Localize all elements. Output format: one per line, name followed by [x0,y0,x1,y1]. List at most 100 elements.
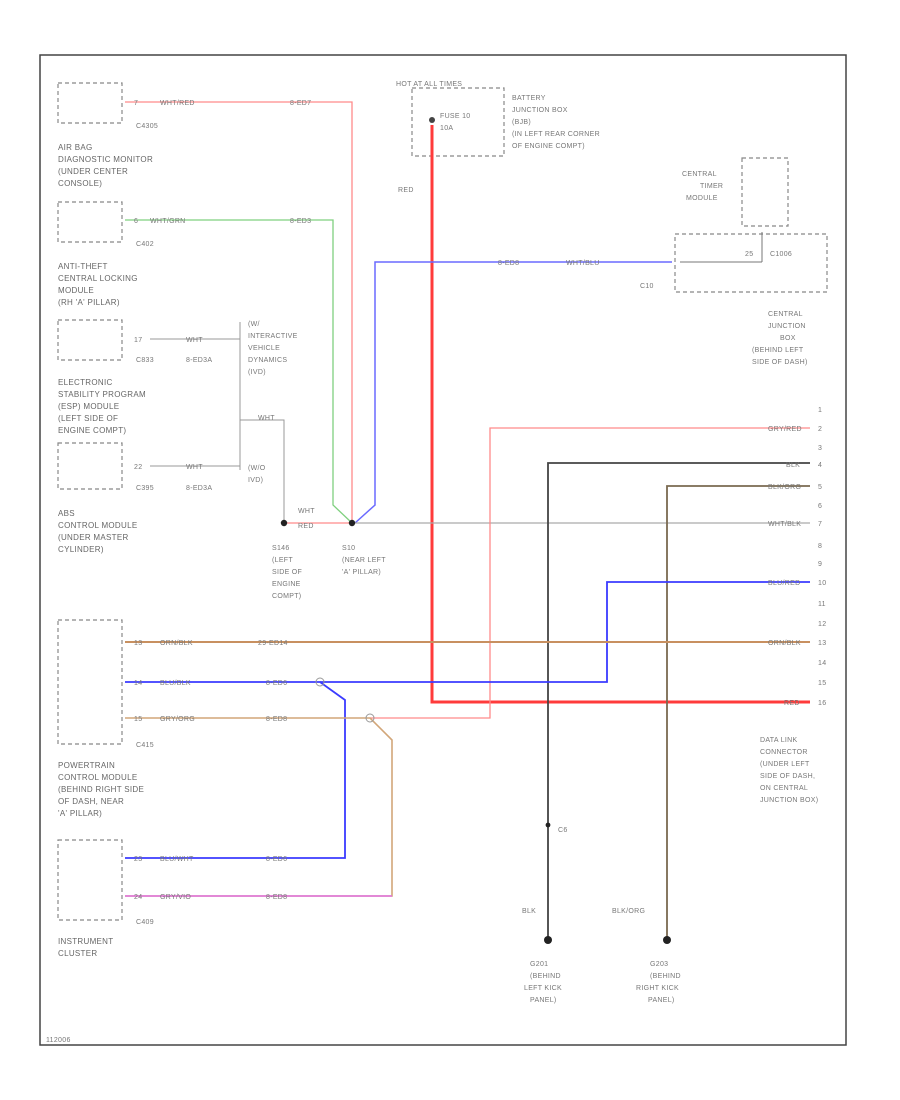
cluster-wire-23-circuit: 8-ED6 [266,856,287,863]
pcm-pin15-inline-connector [365,713,375,723]
airbag-name-1: AIR BAG [58,143,93,152]
fuse-box [411,87,505,157]
dlc-pin: 10 [818,580,826,587]
s146-name-2: (LEFT [272,557,293,564]
abs-name-1: ABS [58,509,75,518]
dlc-pin: 4 [818,462,822,469]
dlc-pin-label: WHT/BLK [768,521,801,528]
esp-module-box [57,319,123,361]
abs-pin: 22 [134,464,142,471]
esp-circuit: 8-ED3A [186,357,212,364]
pcm-name-4: OF DASH, NEAR [58,797,124,806]
dlc-pin: 12 [818,621,826,628]
dlc-pin: 15 [818,680,826,687]
wire-pcm-pin15 [125,717,393,897]
pcm-pin-13: 13 [134,640,142,647]
g203-name-4: PANEL) [648,997,675,1004]
antitheft-connector: C402 [136,241,154,248]
abs-name-4: CYLINDER) [58,545,104,554]
dlc-pin-label: BLK [786,462,800,469]
antitheft-name-1: ANTI-THEFT [58,262,108,271]
pcm-connector: C415 [136,742,154,749]
antitheft-module-box [57,201,123,243]
pcm-wire-15-color: GRY/ORG [160,716,195,723]
antitheft-circuit: 8-ED3 [290,218,311,225]
dlc-pin-label: ORN/BLK [768,640,801,647]
s146-name-3: SIDE OF [272,569,302,576]
g201-wire-color: BLK [522,908,536,915]
cluster-wire-24-circuit: 8-ED8 [266,894,287,901]
cluster-name-2: CLUSTER [58,949,97,958]
ivd-name-1: (W/ [248,321,260,328]
wire-dlc-pin4 [547,462,810,940]
g201-dot [544,936,552,944]
ctm-connector: C1006 [770,251,792,258]
dlc-pin: 1 [818,407,822,414]
airbag-name-4: CONSOLE) [58,179,102,188]
pcm-name-3: (BEHIND RIGHT SIDE [58,785,144,794]
ctm-pin: 25 [745,251,753,258]
abs-name-2: CONTROL MODULE [58,521,137,530]
antitheft-wire-color: WHT/GRN [150,218,186,225]
cluster-pin-24: 24 [134,894,142,901]
esp-name-2: STABILITY PROGRAM [58,390,146,399]
cluster-wire-24-color: GRY/VIO [160,894,191,901]
esp-name-1: ELECTRONIC [58,378,113,387]
bjb-name-5: OF ENGINE COMPT) [512,143,585,150]
ivd-label-a: (W/O [248,465,266,472]
dlc-name-4: SIDE OF DASH, [760,773,815,780]
cluster-connector: C409 [136,919,154,926]
antitheft-name-4: (RH 'A' PILLAR) [58,298,120,307]
pcm-wire-15-circuit: 8-ED8 [266,716,287,723]
g203-name-1: G203 [650,961,668,968]
esp-wire-color: WHT [186,337,203,344]
dlc-pin: 9 [818,561,822,568]
connector-c6-dot [545,822,551,828]
wire-ivd-to-s146 [240,419,285,523]
g201-name-4: PANEL) [530,997,557,1004]
splice-s146-dot [280,519,288,527]
g201-name-1: G201 [530,961,548,968]
bjb-name-3: (BJB) [512,119,531,126]
fuse-label-1: FUSE 10 [440,113,471,120]
ctm-name-1: CENTRAL [682,171,717,178]
pcm-pin14-inline-connector [315,677,325,687]
wire-airbag [125,101,353,523]
esp-name-4: (LEFT SIDE OF [58,414,118,423]
splice-s10-dot [348,519,356,527]
wire-ctm [354,261,672,524]
cjb-name-4: (BEHIND LEFT [752,347,804,354]
bjb-name-1: BATTERY [512,95,546,102]
wire-dlc-pin2 [370,427,810,719]
ctm-wire-color: WHT/BLU [566,260,600,267]
cjb-name-2: JUNCTION [768,323,806,330]
cluster-wire-23-color: BLU/WHT [160,856,194,863]
cluster-module-box [57,839,123,921]
dlc-pin-label: BLK/ORG [768,484,801,491]
fuse-wire-color: RED [398,187,414,194]
dlc-pin: 13 [818,640,826,647]
dlc-pin: 8 [818,543,822,550]
airbag-circuit: 8-ED7 [290,100,311,107]
ivd-name-4: DYNAMICS [248,357,287,364]
dlc-pin: 5 [818,484,822,491]
cjb-name-5: SIDE OF DASH) [752,359,808,366]
fuse-symbol [429,117,435,123]
dlc-pin: 2 [818,426,822,433]
antitheft-name-2: CENTRAL LOCKING [58,274,138,283]
g203-name-3: RIGHT KICK [636,985,679,992]
cjb-connector: C10 [640,283,654,290]
cluster-name-1: INSTRUMENT [58,937,113,946]
s10-name-1: S10 [342,545,355,552]
pcm-module-box [57,619,123,745]
pcm-pin-15: 15 [134,716,142,723]
ivd-name-3: VEHICLE [248,345,280,352]
dlc-name-5: ON CENTRAL [760,785,808,792]
bjb-name-2: JUNCTION BOX [512,107,568,114]
dlc-pin: 6 [818,503,822,510]
dlc-name-3: (UNDER LEFT [760,761,810,768]
s146-wire-b: RED [298,523,314,530]
ivd-name-5: (IVD) [248,369,266,376]
cluster-pin-23: 23 [134,856,142,863]
diagram-code: 112006 [46,1037,71,1044]
